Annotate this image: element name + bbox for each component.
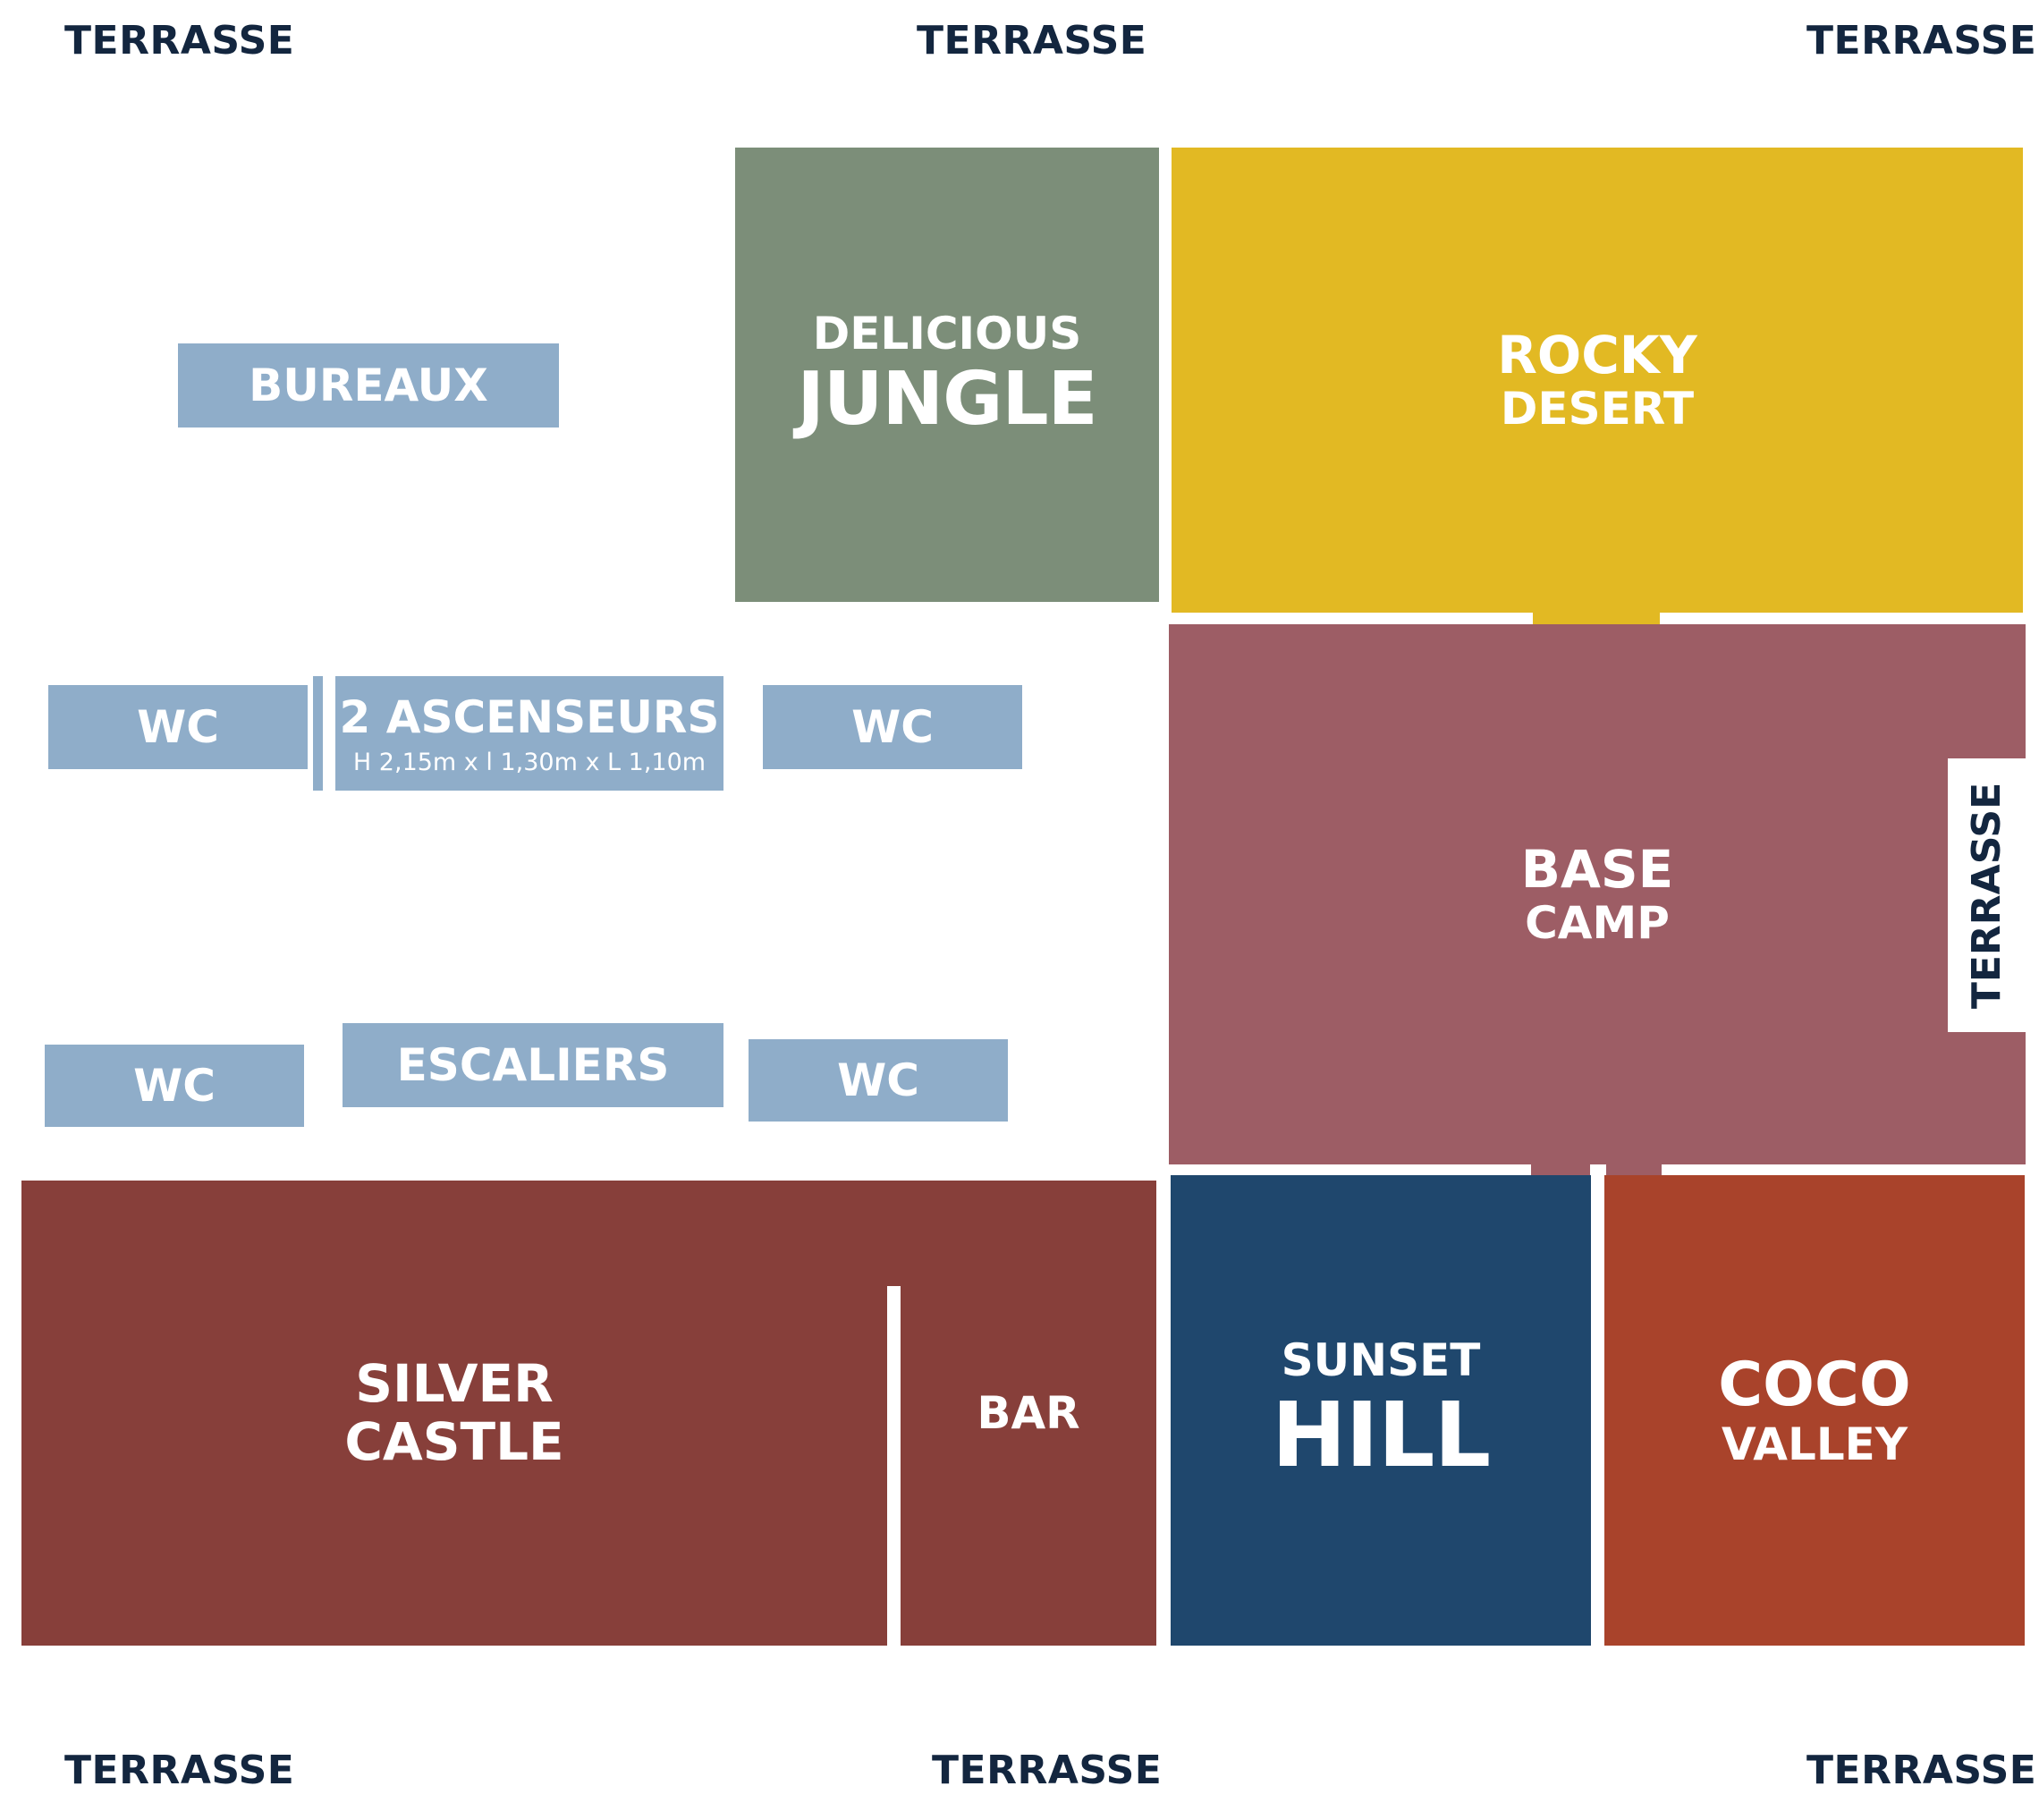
room-rocky-desert-line1: ROCKY <box>1497 324 1697 385</box>
room-sunset-hill-line2: HILL <box>1271 1383 1491 1487</box>
room-base-camp[interactable]: BASE CAMP <box>1169 624 2026 1164</box>
wc-top-right[interactable]: WC <box>763 685 1022 769</box>
ascenseurs-box[interactable]: 2 ASCENSEURS H 2,15m x l 1,30m x L 1,10m <box>335 676 723 791</box>
wc-top-left[interactable]: WC <box>48 685 308 769</box>
room-bar[interactable]: BAR <box>901 1181 1156 1646</box>
terrasse-label-top-right: TERRASSE <box>1806 18 2037 63</box>
ascenseurs-dimensions: H 2,15m x l 1,30m x L 1,10m <box>352 748 706 776</box>
room-silver-castle[interactable]: SILVER CASTLE <box>21 1181 887 1646</box>
room-silver-castle-line2: CASTLE <box>344 1411 564 1472</box>
silver-castle-bar-wall-top <box>885 1181 903 1286</box>
room-sunset-hill[interactable]: SUNSET HILL <box>1171 1175 1591 1646</box>
terrasse-label-right-side-box: TERRASSE <box>1948 758 2026 1032</box>
terrasse-label-right-side: TERRASSE <box>1964 782 2010 1009</box>
terrasse-label-bottom-center: TERRASSE <box>932 1748 1163 1793</box>
bureaux-box[interactable]: BUREAUX <box>178 343 559 427</box>
room-silver-castle-line1: SILVER <box>355 1353 554 1415</box>
room-rocky-desert[interactable]: ROCKY DESERT <box>1172 148 2023 613</box>
room-coco-valley[interactable]: COCO VALLEY <box>1604 1175 2025 1646</box>
room-delicious-jungle-line1: DELICIOUS <box>812 308 1082 360</box>
elevator-divider <box>313 676 323 791</box>
wc-bottom-left[interactable]: WC <box>45 1045 304 1127</box>
room-sunset-hill-line1: SUNSET <box>1281 1334 1481 1386</box>
escaliers-label: ESCALIERS <box>396 1039 670 1091</box>
room-delicious-jungle[interactable]: DELICIOUS JUNGLE <box>735 148 1159 602</box>
terrasse-label-bottom-left: TERRASSE <box>64 1748 295 1793</box>
wc-bottom-left-label: WC <box>133 1060 216 1112</box>
connector-basecamp-coco <box>1606 1159 1662 1179</box>
ascenseurs-title: 2 ASCENSEURS <box>339 690 720 743</box>
room-base-camp-line2: CAMP <box>1525 897 1670 950</box>
terrasse-label-top-left: TERRASSE <box>64 18 295 63</box>
wc-top-right-label: WC <box>851 701 934 753</box>
escaliers-box[interactable]: ESCALIERS <box>343 1023 723 1107</box>
wc-bottom-right[interactable]: WC <box>749 1039 1008 1122</box>
terrasse-label-top-center: TERRASSE <box>917 18 1147 63</box>
wc-bottom-right-label: WC <box>837 1054 919 1106</box>
room-coco-valley-line2: VALLEY <box>1721 1418 1908 1471</box>
room-coco-valley-line1: COCO <box>1718 1349 1911 1420</box>
room-delicious-jungle-line2: JUNGLE <box>797 357 1097 443</box>
wc-top-left-label: WC <box>137 701 219 753</box>
room-bar-label: BAR <box>977 1387 1080 1439</box>
bureaux-label: BUREAUX <box>249 360 488 411</box>
terrasse-label-bottom-right: TERRASSE <box>1806 1748 2037 1793</box>
connector-basecamp-sunset <box>1531 1159 1590 1179</box>
room-base-camp-line1: BASE <box>1520 838 1674 900</box>
room-rocky-desert-line2: DESERT <box>1500 383 1695 436</box>
